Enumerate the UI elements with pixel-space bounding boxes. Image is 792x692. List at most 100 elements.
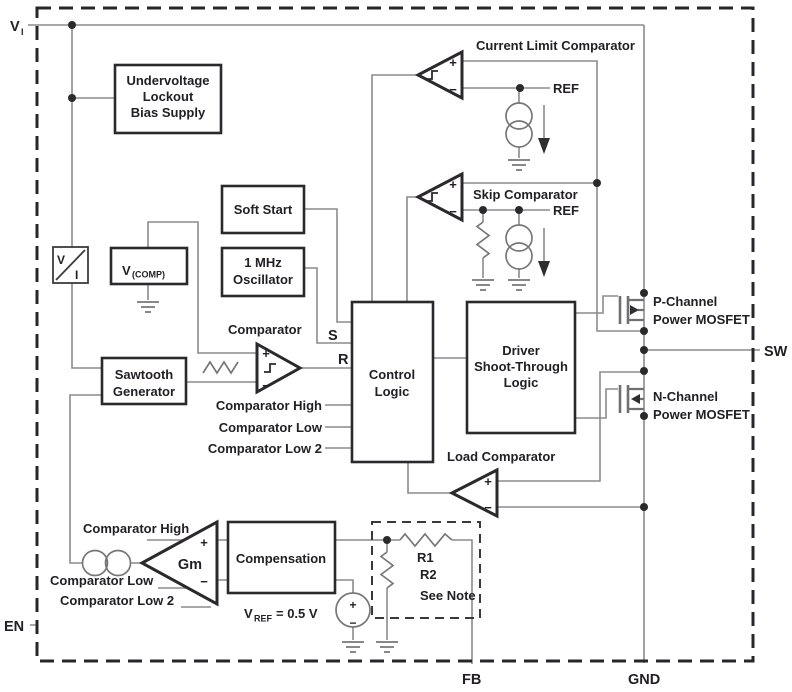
control-logic-block: Control Logic	[350, 300, 435, 464]
vref-minus-sign: −	[349, 616, 356, 630]
comparator-triangle	[255, 341, 304, 395]
load-comparator-wires	[407, 371, 644, 508]
control-line1: Control	[369, 367, 415, 382]
current-limit-comparator-label: Current Limit Comparator	[476, 38, 635, 53]
minus-sign: −	[484, 500, 492, 515]
driver-line1: Driver	[502, 343, 540, 358]
current-source-icon	[104, 549, 132, 577]
hysteresis-icon	[426, 192, 438, 202]
sawtooth-box	[100, 356, 188, 406]
comparator-triangle	[414, 171, 464, 223]
current-source-icon	[505, 224, 533, 252]
vi-pin-subscript: I	[21, 27, 24, 37]
r1-label: R1	[417, 550, 434, 565]
comparator-low2-label-gm: Comparator Low 2	[60, 593, 174, 608]
ground-icon	[376, 641, 398, 653]
gm-error-amplifier: + Gm −	[138, 519, 219, 607]
resistor-r2-icon	[379, 551, 395, 589]
skip-comparator: + −	[414, 171, 464, 223]
current-source-icon	[505, 242, 533, 270]
driver-block: Driver Shoot-Through Logic	[465, 300, 577, 435]
uvlo-line2: Lockout	[143, 89, 194, 104]
p-channel-mosfet	[618, 296, 644, 324]
n-mosfet-line1: N-Channel	[653, 389, 718, 404]
sawtooth-line1: Sawtooth	[115, 367, 174, 382]
pwm-comparator-label: Comparator	[228, 322, 302, 337]
current-arrow-icon	[538, 138, 550, 154]
current-limit-comparator: + −	[414, 49, 464, 101]
components	[81, 102, 550, 653]
current-arrow-icon	[538, 261, 550, 277]
ref-label-current-limit: REF	[553, 81, 579, 96]
vi-rail-wire	[28, 24, 645, 663]
r-input-label: R	[338, 352, 349, 368]
vref-plus-sign: +	[349, 598, 356, 612]
compensation-block: Compensation	[226, 520, 337, 595]
vi-pin-label: V	[10, 19, 20, 35]
hysteresis-icon	[264, 363, 276, 373]
vi-converter-diagonal	[55, 249, 86, 281]
vref-value-label: = 0.5 V	[276, 606, 318, 621]
control-line2: Logic	[375, 384, 410, 399]
soft-start-block: Soft Start	[220, 184, 306, 235]
plus-sign: +	[200, 535, 208, 550]
resistor-icon	[475, 221, 491, 259]
minus-sign: −	[200, 574, 208, 589]
gm-stub-wires	[147, 539, 228, 608]
vcomp-box	[109, 246, 189, 286]
vcomp-block: V (COMP)	[109, 246, 189, 286]
minus-sign: −	[262, 378, 270, 393]
comparator-low-label-gm: Comparator Low	[50, 573, 154, 588]
load-comparator: + −	[448, 467, 499, 519]
driver-box	[465, 300, 577, 435]
vi-converter-i: I	[75, 268, 78, 282]
vcomp-label: V	[122, 263, 131, 278]
uvlo-block: Undervoltage Lockout Bias Supply	[113, 63, 223, 135]
feedback-wires	[30, 394, 473, 664]
pwm-comparator-wires	[147, 221, 352, 383]
uvlo-line1: Undervoltage	[126, 73, 209, 88]
ground-icon	[137, 301, 159, 313]
n-channel-mosfet	[618, 385, 644, 413]
comparator-output-wires	[371, 74, 418, 302]
current-limit-wires	[462, 60, 644, 332]
en-pin-label: EN	[4, 619, 24, 635]
control-stub-wires	[325, 404, 352, 449]
ground-icon	[342, 641, 364, 653]
n-fet-arrow-icon	[631, 394, 640, 404]
skip-comparator-label: Skip Comparator	[473, 187, 578, 202]
uvlo-box	[113, 63, 223, 135]
comparator-high-label-control: Comparator High	[216, 398, 322, 413]
load-comparator-label: Load Comparator	[447, 449, 555, 464]
ground-symbols	[137, 159, 530, 653]
ref-label-skip: REF	[553, 203, 579, 218]
oscillator-line1: 1 MHz	[244, 255, 282, 270]
comparator-triangle	[448, 467, 499, 519]
vi-converter-block: V I	[52, 246, 89, 284]
p-mosfet-line2: Power MOSFET	[653, 312, 750, 327]
comparator-low2-label-control: Comparator Low 2	[208, 441, 322, 456]
r2-label: R2	[420, 567, 437, 582]
plus-sign: +	[449, 55, 457, 70]
hysteresis-icon	[426, 70, 438, 80]
fb-pin-label: FB	[462, 672, 481, 688]
vi-branch-wire	[71, 25, 115, 369]
plus-sign: +	[449, 177, 457, 192]
p-fet-arrow-icon	[630, 305, 639, 315]
wires	[28, 24, 760, 664]
plus-sign: +	[484, 474, 492, 489]
sawtooth-waveform-icon	[202, 360, 239, 375]
sw-pin-label: SW	[764, 344, 788, 360]
resistor-r1-icon	[399, 532, 453, 548]
labels: V I EN SW FB GND Current Limit Comparato…	[4, 19, 788, 688]
vref-source-icon	[335, 592, 371, 628]
gate-drive-wires	[575, 295, 618, 419]
plus-sign: +	[262, 346, 270, 361]
comparator-high-label-gm: Comparator High	[83, 521, 189, 536]
driver-line2: Shoot-Through	[474, 359, 568, 374]
sawtooth-generator-block: Sawtooth Generator	[100, 356, 188, 406]
current-source-icon	[505, 102, 533, 130]
current-source-icon	[505, 120, 533, 148]
